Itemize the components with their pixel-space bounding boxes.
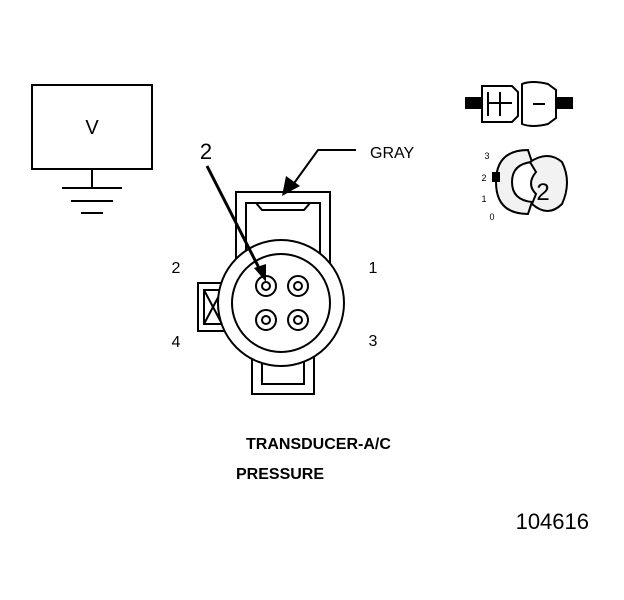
pin-number-1: 1 <box>369 260 378 277</box>
wire-color-label: GRAY <box>370 145 414 162</box>
dial-selected-value: 2 <box>536 179 549 206</box>
wire-leader-line <box>291 149 356 187</box>
voltmeter <box>31 84 153 214</box>
dial-tick-1: 1 <box>481 194 486 204</box>
probe-pointer-line <box>205 165 262 271</box>
probe-right-tip <box>555 97 573 109</box>
dial-indicator <box>492 172 500 182</box>
dial-tick-0: 0 <box>489 212 494 222</box>
terminal-1 <box>287 275 309 297</box>
selector-dial <box>492 148 568 216</box>
back-probe-tool-icon <box>465 81 573 127</box>
caption-line-1: TRANSDUCER-A/C <box>246 436 391 453</box>
dial-tick-2: 2 <box>481 173 486 183</box>
terminal-cavities <box>255 275 309 331</box>
probe-left-tip <box>465 97 483 109</box>
dial-tick-3: 3 <box>484 151 489 161</box>
pin-number-3: 3 <box>369 333 378 350</box>
wire-leader <box>282 149 356 196</box>
dial-knob <box>528 155 568 212</box>
probe-pointer-arrowhead <box>254 264 266 282</box>
terminal-3-core <box>293 315 303 325</box>
terminal-3 <box>287 309 309 331</box>
terminal-1-core <box>293 281 303 291</box>
connector <box>197 191 345 395</box>
meter-label: V <box>85 117 99 139</box>
connector-body-inner <box>231 253 331 353</box>
wire-leader-arrowhead <box>282 176 300 196</box>
pin-number-4: 4 <box>172 334 181 351</box>
probe-pointer <box>205 165 266 282</box>
caption-line-2: PRESSURE <box>236 466 324 483</box>
terminal-4 <box>255 309 277 331</box>
terminal-4-core <box>261 315 271 325</box>
probe-left-detail <box>487 92 512 116</box>
top-tab-latch <box>255 202 311 211</box>
figure-id: 104616 <box>516 509 589 534</box>
pointer-label: 2 <box>200 139 212 164</box>
pin-number-2: 2 <box>172 260 181 277</box>
connector-body-outer <box>217 239 345 367</box>
